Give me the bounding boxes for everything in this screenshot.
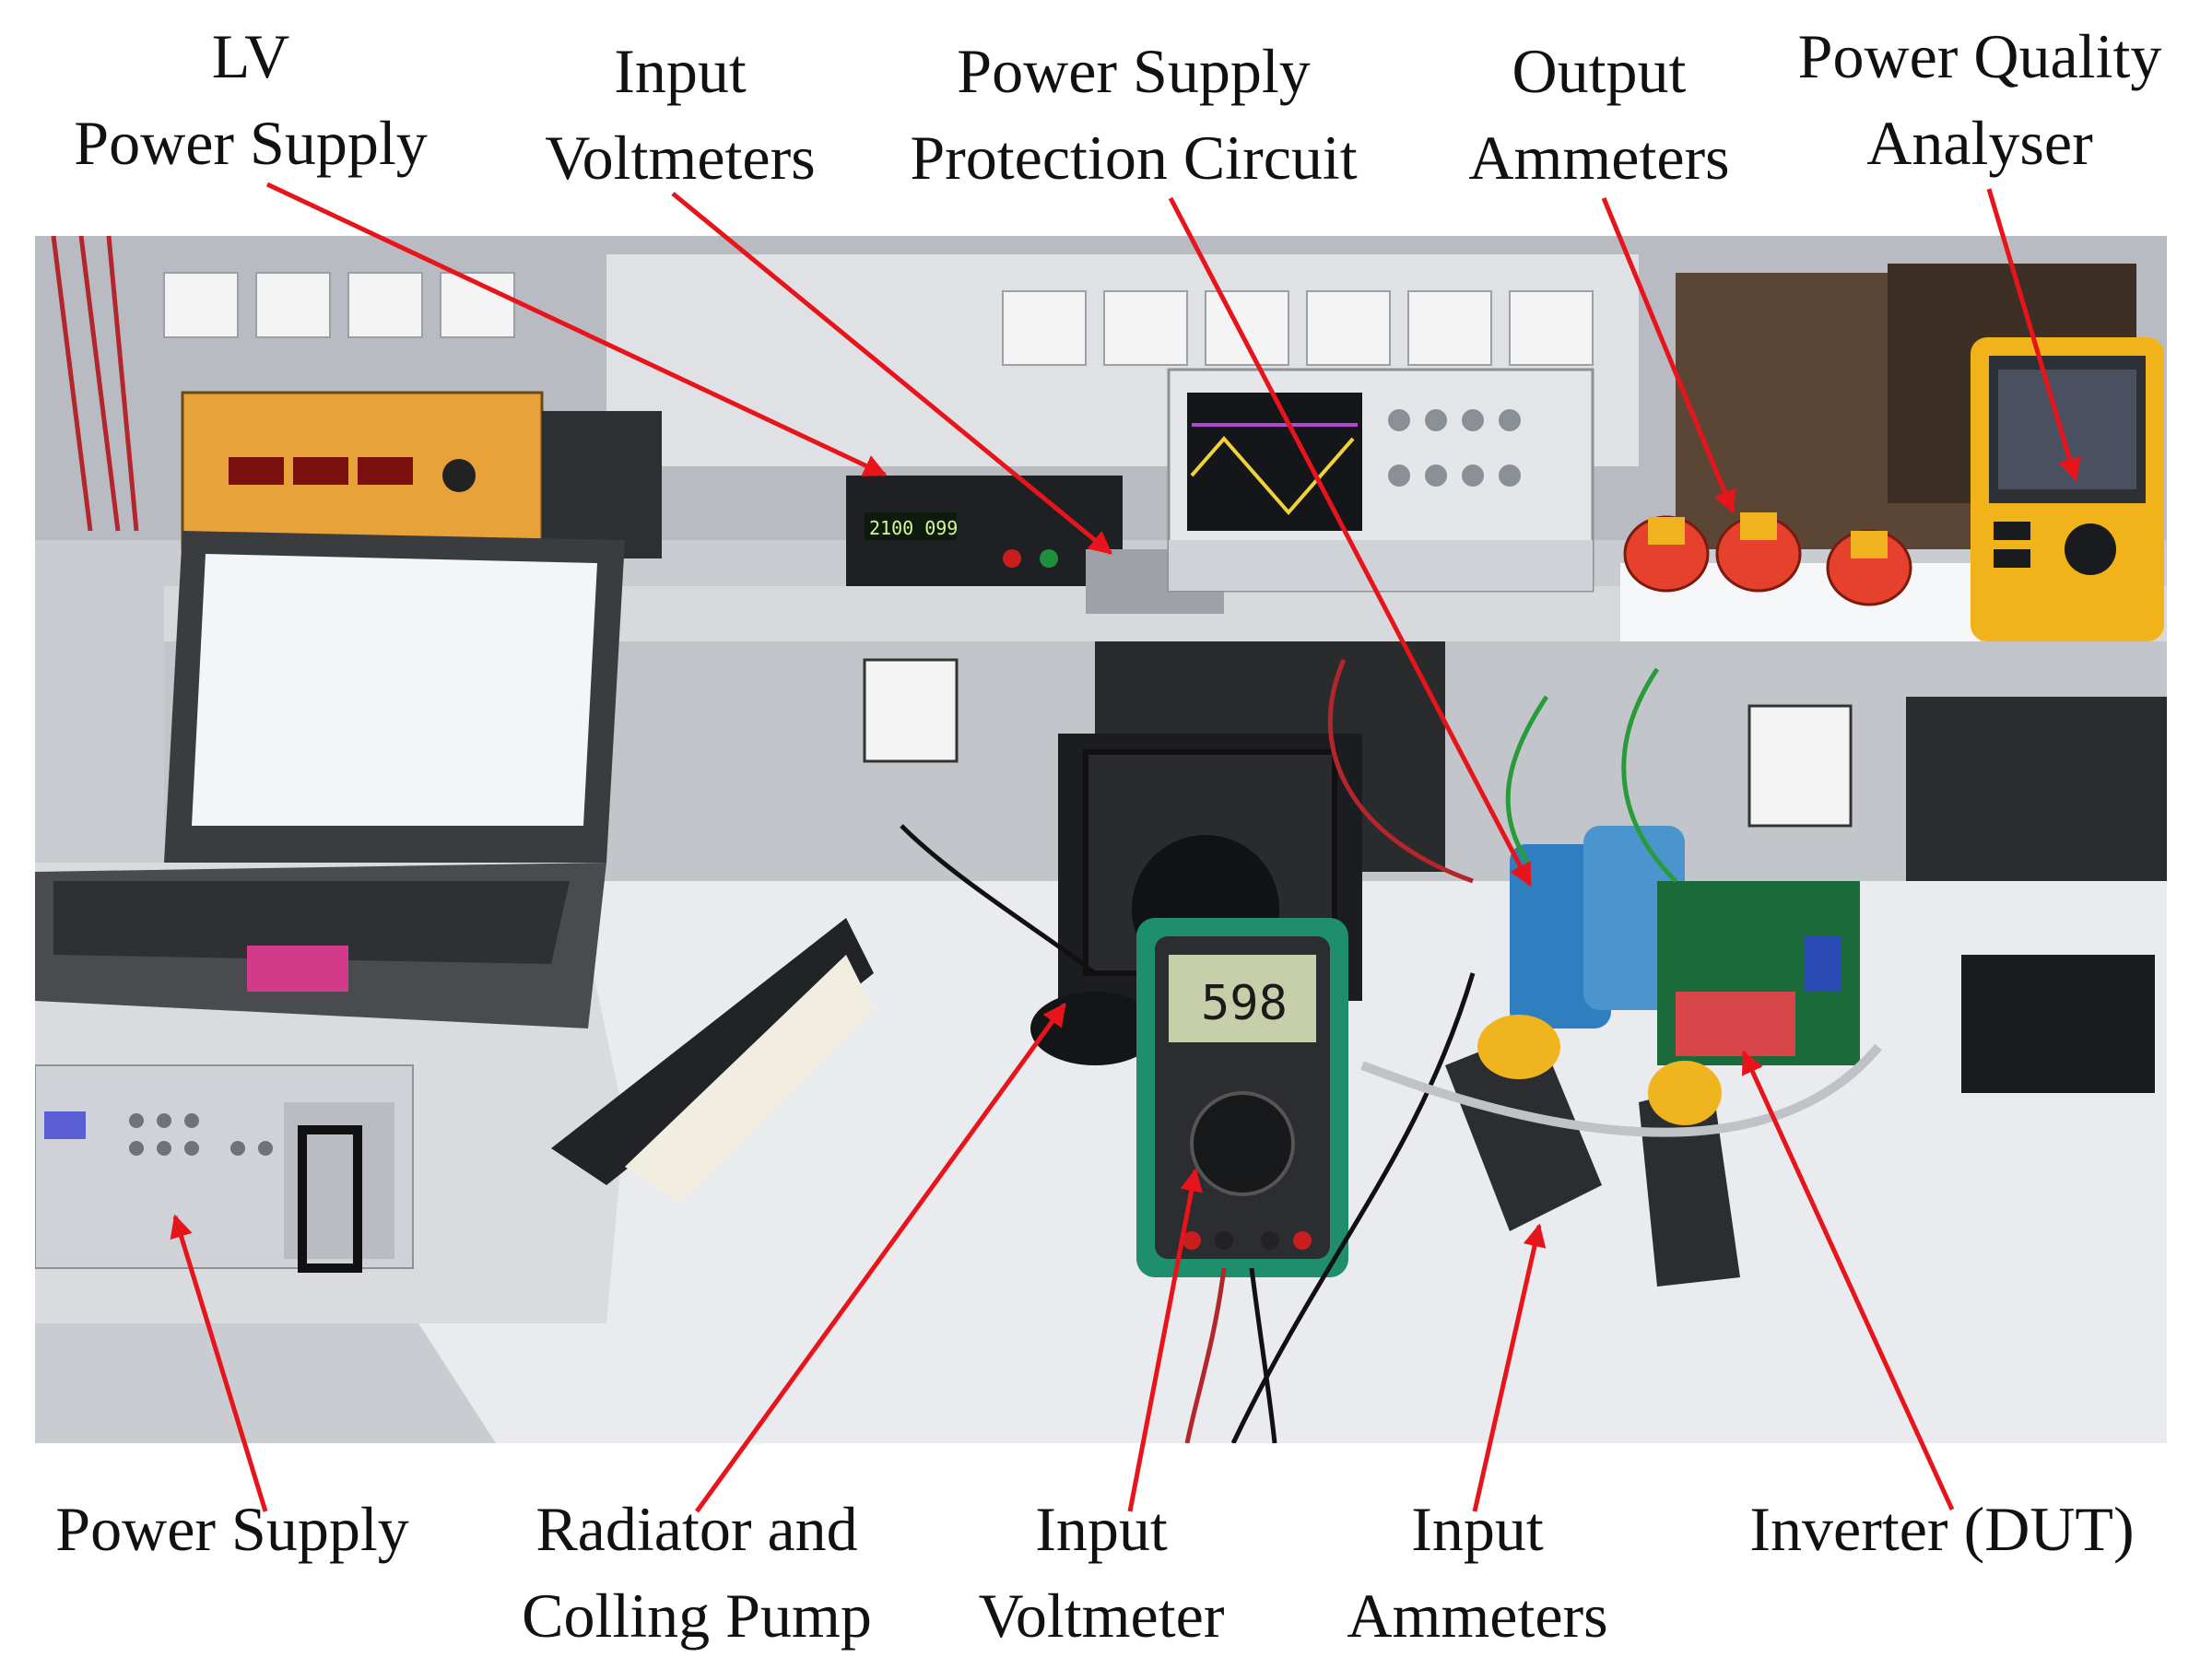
psu-display: 2100 099 (869, 517, 958, 539)
multimeter-reading: 598 (1201, 976, 1288, 1031)
label-power-supply: Power Supply (55, 1494, 409, 1564)
label-inverter-dut: Inverter (DUT) (1749, 1494, 2135, 1564)
label-input-ammeters: Input Ammeters (1347, 1494, 1608, 1651)
label-power-supply-protection-circuit: Power Supply Protection Circuit (910, 36, 1358, 193)
lab-photo: 2100 099 (35, 236, 2167, 1443)
label-radiator-and-cooling-pump: Radiator and Colling Pump (522, 1494, 872, 1651)
label-input-voltmeters: Input Voltmeters (545, 36, 816, 193)
label-power-quality-analyser: Power Quality Analyser (1797, 21, 2162, 178)
label-lv-power-supply: LV Power Supply (74, 21, 428, 178)
label-output-ammeters: Output Ammeters (1468, 36, 1730, 193)
label-input-voltmeter: Input Voltmeter (978, 1494, 1225, 1651)
lab-scene: 2100 099 (35, 236, 2167, 1443)
